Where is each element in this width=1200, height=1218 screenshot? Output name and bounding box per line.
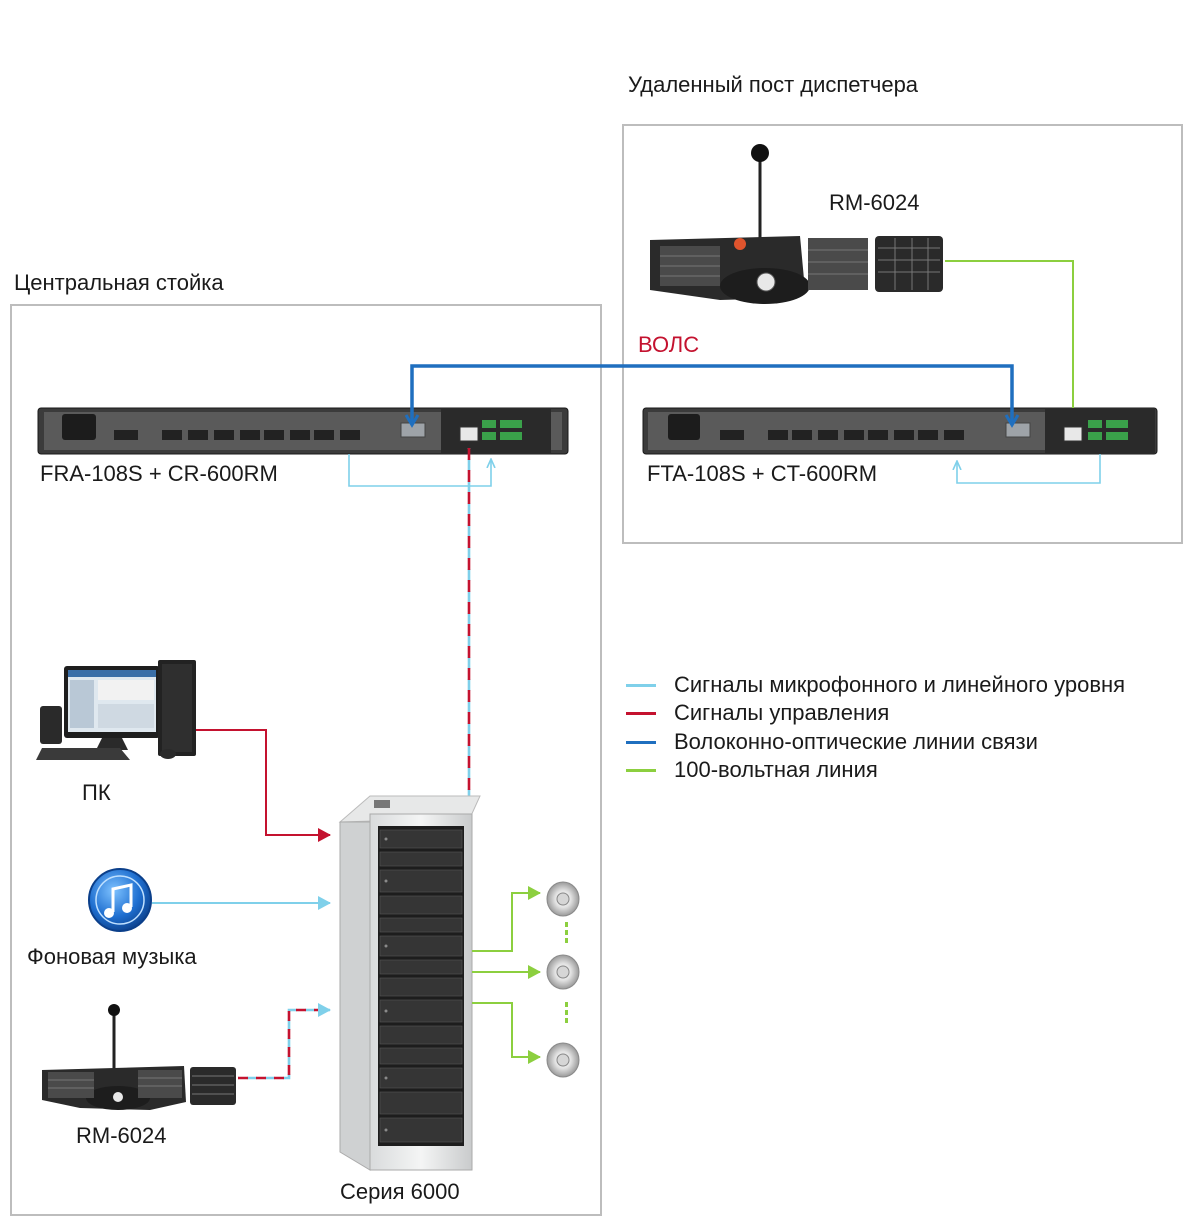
rm6024-local-line — [238, 1003, 331, 1080]
legend-item-fiber: Волоконно-оптические линии связи — [626, 729, 1038, 754]
speaker-1 — [546, 881, 580, 917]
fiber-label: ВОЛС — [638, 332, 700, 357]
speaker-ellipsis — [565, 922, 568, 1023]
fra-unit-label: FRA-108S + CR-600RM — [40, 461, 278, 486]
rm6024-local-label: RM-6024 — [76, 1123, 167, 1148]
legend-label-control: Сигналы управления — [674, 700, 890, 725]
fiber-line — [410, 364, 1014, 423]
fta-unit-label: FTA-108S + CT-600RM — [647, 461, 878, 486]
speaker-lines — [472, 886, 541, 1064]
central-section-title: Центральная стойка — [14, 270, 224, 295]
rm6024-remote-label: RM-6024 — [829, 190, 920, 215]
fta-108s-unit — [642, 407, 1158, 455]
rack-label: Серия 6000 — [340, 1179, 460, 1204]
music-label: Фоновая музыка — [27, 944, 197, 969]
legend-swatch-control — [626, 711, 656, 715]
speaker-2 — [546, 954, 580, 990]
legend-item-100v: 100-вольтная линия — [626, 757, 878, 782]
legend-swatch-fiber — [626, 740, 656, 744]
fra-audio-loop — [348, 454, 491, 487]
speaker-3 — [546, 1042, 580, 1078]
legend-swatch-100v — [626, 768, 656, 772]
remote-post-frame — [622, 124, 1183, 544]
pc-control-line — [196, 729, 331, 842]
fra-108s-unit — [37, 407, 569, 455]
legend-item-audio: Сигналы микрофонного и линейного уровня — [626, 672, 1126, 697]
pc-label: ПК — [82, 780, 111, 805]
pc-image — [36, 660, 196, 760]
central-rack-frame — [10, 304, 602, 1216]
rack-series-6000 — [338, 795, 481, 1171]
legend-label-audio: Сигналы микрофонного и линейного уровня — [674, 672, 1126, 697]
legend-swatch-audio — [626, 683, 656, 687]
legend-label-fiber: Волоконно-оптические линии связи — [674, 729, 1038, 754]
remote-100v-line — [945, 260, 1074, 408]
rm6024-remote-console — [650, 144, 943, 304]
remote-section-title: Удаленный пост диспетчера — [628, 72, 919, 97]
itunes-icon — [88, 868, 152, 932]
fta-audio-loop — [957, 454, 1101, 484]
rm6024-local-console — [42, 1004, 236, 1110]
legend-item-control: Сигналы управления — [626, 700, 890, 725]
legend-label-100v: 100-вольтная линия — [674, 757, 878, 782]
